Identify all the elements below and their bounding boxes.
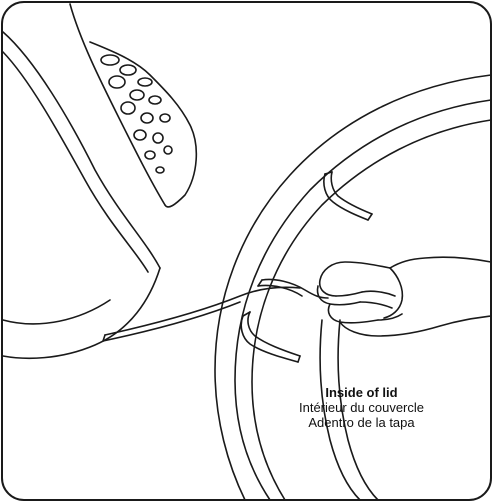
caption: Inside of lid Intérieur du couvercle Ade…: [284, 385, 439, 430]
wire: [103, 279, 328, 341]
caption-spanish: Adentro de la tapa: [284, 415, 439, 430]
lid-clips: [241, 172, 372, 362]
appliance-body: [3, 4, 196, 358]
hand: [318, 257, 492, 336]
caption-french: Intérieur du couvercle: [284, 400, 439, 415]
lid-rim: [215, 75, 491, 500]
caption-title: Inside of lid: [284, 385, 439, 400]
